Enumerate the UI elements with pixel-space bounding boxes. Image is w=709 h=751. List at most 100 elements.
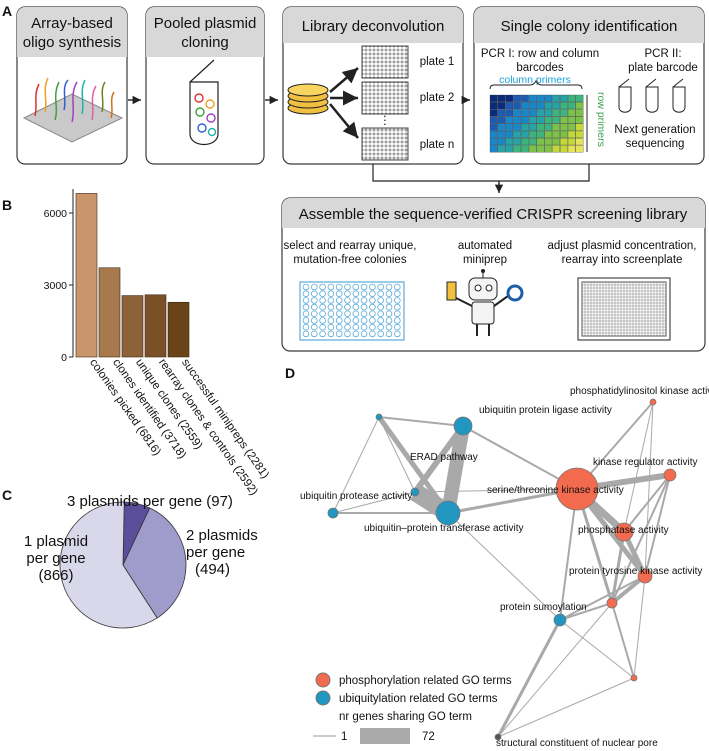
y-tick-label: 6000 (44, 208, 68, 220)
barcode-well (505, 123, 514, 131)
plate-n-label: plate n (420, 139, 455, 151)
rearray-well (385, 283, 393, 291)
rearray-well (344, 303, 351, 311)
network-node (327, 507, 339, 519)
rearray-well (335, 297, 343, 304)
rearray-well (377, 283, 385, 291)
step4-title: Single colony identification (501, 18, 678, 35)
barcode-well (544, 102, 553, 110)
barcode-well (489, 130, 498, 138)
rearray-well (319, 297, 326, 304)
y-tick-label: 3000 (44, 280, 68, 292)
assemble-library-box: Assemble the sequence-verified CRISPR sc… (281, 197, 706, 352)
rearray-well (393, 330, 401, 338)
network-node (555, 467, 599, 511)
barcode-well (560, 94, 568, 102)
barcode-well (544, 94, 553, 102)
barcode-well (521, 94, 529, 102)
rearray-well (327, 297, 335, 304)
network-node (435, 500, 461, 526)
barcode-well (513, 102, 521, 110)
rearray-well (352, 290, 360, 298)
barcode-well (528, 130, 537, 138)
rearray-well (377, 297, 385, 304)
barcode-well (560, 138, 568, 146)
pcr2-line2: plate barcode (628, 62, 698, 74)
rearray-well (310, 317, 318, 324)
rearray-well (385, 297, 393, 304)
barcode-well (521, 138, 529, 146)
barcode-well (567, 94, 576, 102)
bar-3 (144, 294, 167, 358)
ngs-line1: Next generation (614, 124, 695, 136)
assemble-sub1-line2: mutation-free colonies (293, 254, 406, 266)
barcode-well (575, 109, 584, 117)
network-edge (559, 602, 613, 621)
rearray-well (369, 323, 376, 331)
barcode-color-grid (489, 94, 584, 153)
rearray-well (344, 323, 351, 331)
rearray-well (369, 297, 376, 304)
rearray-well (360, 290, 368, 298)
network-node-label: kinase regulator activity (593, 457, 698, 468)
rearray-well (352, 317, 360, 324)
barcode-well (513, 138, 521, 146)
rearray-well (302, 297, 310, 304)
barcode-well (575, 138, 584, 146)
rearray-well (319, 310, 326, 318)
pcr1-line2: barcodes (516, 62, 564, 74)
rearray-well (319, 330, 326, 338)
network-edge (462, 425, 578, 490)
network-node (375, 413, 383, 421)
network-edge (644, 401, 654, 577)
pie-label-one-line2: per gene (26, 550, 85, 567)
rearray-well (385, 290, 393, 298)
assemble-sub2-line2: miniprep (463, 254, 507, 266)
barcode-well (497, 102, 506, 110)
barcode-well (552, 123, 560, 131)
network-node-label: structural constituent of nuclear pore (496, 738, 658, 749)
barcode-well (536, 109, 545, 117)
barcode-well (552, 102, 560, 110)
barcode-well (544, 130, 553, 138)
barcode-well (513, 109, 521, 117)
oligo-array-icon (22, 77, 124, 143)
barcode-well (489, 109, 498, 117)
barcode-well (489, 145, 498, 153)
barcode-well (528, 145, 537, 153)
barcode-well (528, 109, 537, 117)
barcode-well (513, 116, 521, 124)
bar-1 (98, 267, 121, 358)
rearray-well (377, 310, 385, 318)
barcode-well (505, 102, 514, 110)
rearray-well (369, 303, 376, 311)
legend-thick-line (360, 728, 410, 744)
rearray-well (385, 323, 393, 331)
network-edge (447, 487, 578, 515)
network-edge (376, 415, 451, 515)
rearray-well (302, 283, 310, 291)
barcode-well (497, 94, 506, 102)
barcode-well (575, 130, 584, 138)
panel-label-a: A (2, 3, 12, 19)
rearray-well (369, 317, 376, 324)
barcode-well (575, 102, 584, 110)
rearray-well (393, 317, 401, 324)
rearray-well (369, 330, 376, 338)
rearray-well (335, 317, 343, 324)
barcode-well (497, 109, 506, 117)
barcode-well (521, 116, 529, 124)
network-node (494, 733, 502, 741)
network-edge (644, 474, 671, 577)
network-edge (497, 677, 635, 738)
barcode-well (528, 102, 537, 110)
network-edge (611, 474, 671, 604)
rearray-well (385, 317, 393, 324)
rearray-well (377, 290, 385, 298)
barcode-well (560, 145, 568, 153)
barcode-well (536, 123, 545, 131)
barcode-well (575, 116, 584, 124)
plate-1-label: plate 1 (420, 56, 455, 68)
network-edge (332, 491, 416, 514)
